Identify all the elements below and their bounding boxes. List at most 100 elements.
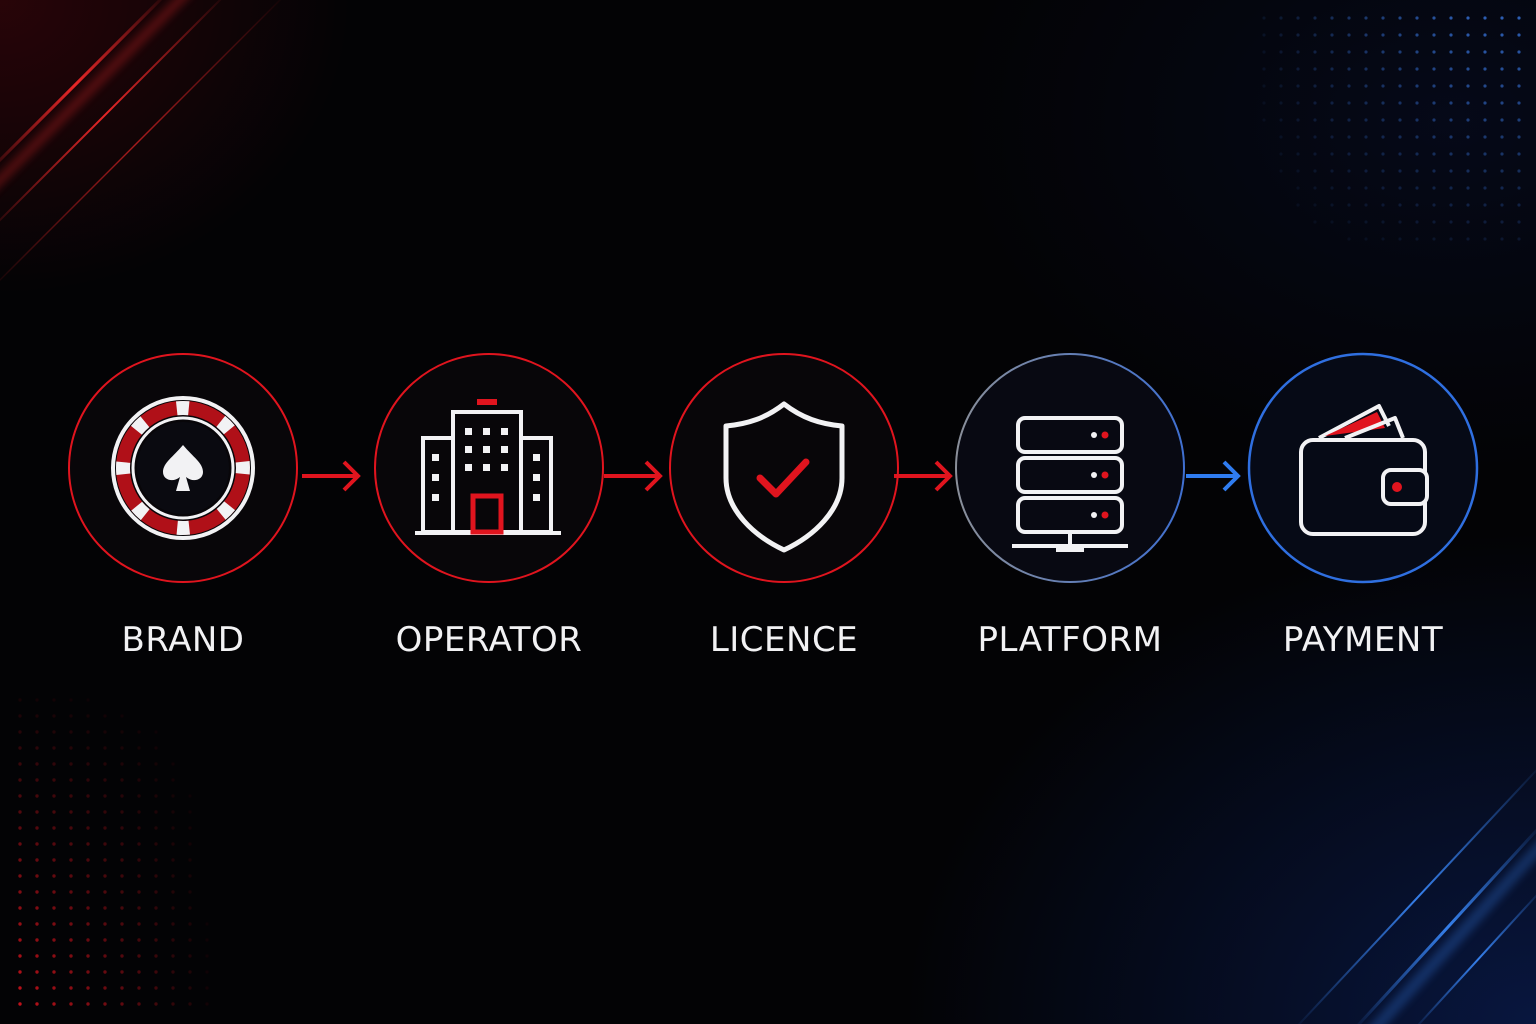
red-dot [137,954,141,958]
red-dot [120,922,124,926]
blue-dot [1381,16,1385,20]
blue-dot [1449,169,1453,173]
red-dot [154,906,158,910]
red-dot [103,1002,107,1006]
red-dot [52,970,56,974]
blue-dot [1347,118,1351,122]
blue-dot [1415,50,1419,54]
red-dot [188,890,192,894]
red-dot [52,714,56,718]
blue-dot [1517,203,1521,207]
blue-dot [1347,84,1351,88]
red-dot [35,762,39,766]
blue-dot [1415,84,1419,88]
step-brand: BRAND [65,350,301,680]
blue-dot [1313,169,1317,173]
blue-dot [1449,50,1453,54]
red-dot [120,810,124,814]
blue-dot [1381,152,1385,156]
blue-dot [1500,220,1504,224]
blue-dot [1364,135,1368,139]
blue-dot [1432,152,1436,156]
blue-dot [1313,84,1317,88]
red-dot [18,714,22,718]
red-dot [120,874,124,878]
red-dot [52,858,56,862]
blue-dot [1415,33,1419,37]
blue-dot [1364,186,1368,190]
red-dot [18,970,22,974]
red-dot [137,858,141,862]
red-dot [103,858,107,862]
step-licence-label: LICENCE [709,620,859,660]
red-dot [137,810,141,814]
red-dot [188,858,192,862]
arrow-right-icon [1186,460,1241,492]
red-dot [18,1002,22,1006]
red-dot [205,922,209,926]
red-dot [205,970,209,974]
red-dot [52,922,56,926]
red-dot [137,986,141,990]
red-dot [120,1002,124,1006]
blue-dot [1466,101,1470,105]
red-dot [35,810,39,814]
red-dot [52,986,56,990]
blue-dot [1415,237,1419,241]
red-dot [188,794,192,798]
blue-dot [1398,203,1402,207]
red-dot [18,810,22,814]
red-dot [103,874,107,878]
blue-dot [1483,101,1487,105]
blue-dot [1432,186,1436,190]
blue-dot [1449,16,1453,20]
blue-dot [1347,203,1351,207]
red-dot [137,890,141,894]
red-dot [103,954,107,958]
red-dot [35,970,39,974]
blue-dot [1415,16,1419,20]
blue-dot [1381,237,1385,241]
blue-dot [1466,16,1470,20]
red-dot [205,1002,209,1006]
blue-dot [1500,118,1504,122]
red-dot [137,842,141,846]
red-dot [35,1002,39,1006]
blue-dot [1381,67,1385,71]
red-dot [52,954,56,958]
blue-dot [1364,16,1368,20]
blue-dot [1296,16,1300,20]
red-dot [120,794,124,798]
red-dot [86,1002,90,1006]
red-dot [69,890,73,894]
red-dot [86,714,90,718]
blue-dot [1449,67,1453,71]
red-streaks [0,0,282,282]
red-dot [35,842,39,846]
blue-dot [1500,237,1504,241]
blue-dot [1398,152,1402,156]
blue-dot [1296,203,1300,207]
red-dot [154,890,158,894]
red-dot [52,778,56,782]
red-dot [86,938,90,942]
blue-dot [1432,220,1436,224]
poker-chip-spade-icon [111,396,255,540]
blue-dot [1415,220,1419,224]
red-dot [52,938,56,942]
red-dot [171,986,175,990]
red-dot [154,954,158,958]
blue-dot [1296,67,1300,71]
blue-dot [1364,169,1368,173]
red-dot [171,890,175,894]
blue-dot [1483,152,1487,156]
step-operator-label: OPERATOR [395,620,583,660]
red-dot [86,970,90,974]
red-dot [120,890,124,894]
step-operator-circle [374,353,604,583]
red-dot [120,730,124,734]
blue-dot [1364,33,1368,37]
red-dot [18,794,22,798]
blue-dot [1449,203,1453,207]
blue-dot [1500,101,1504,105]
